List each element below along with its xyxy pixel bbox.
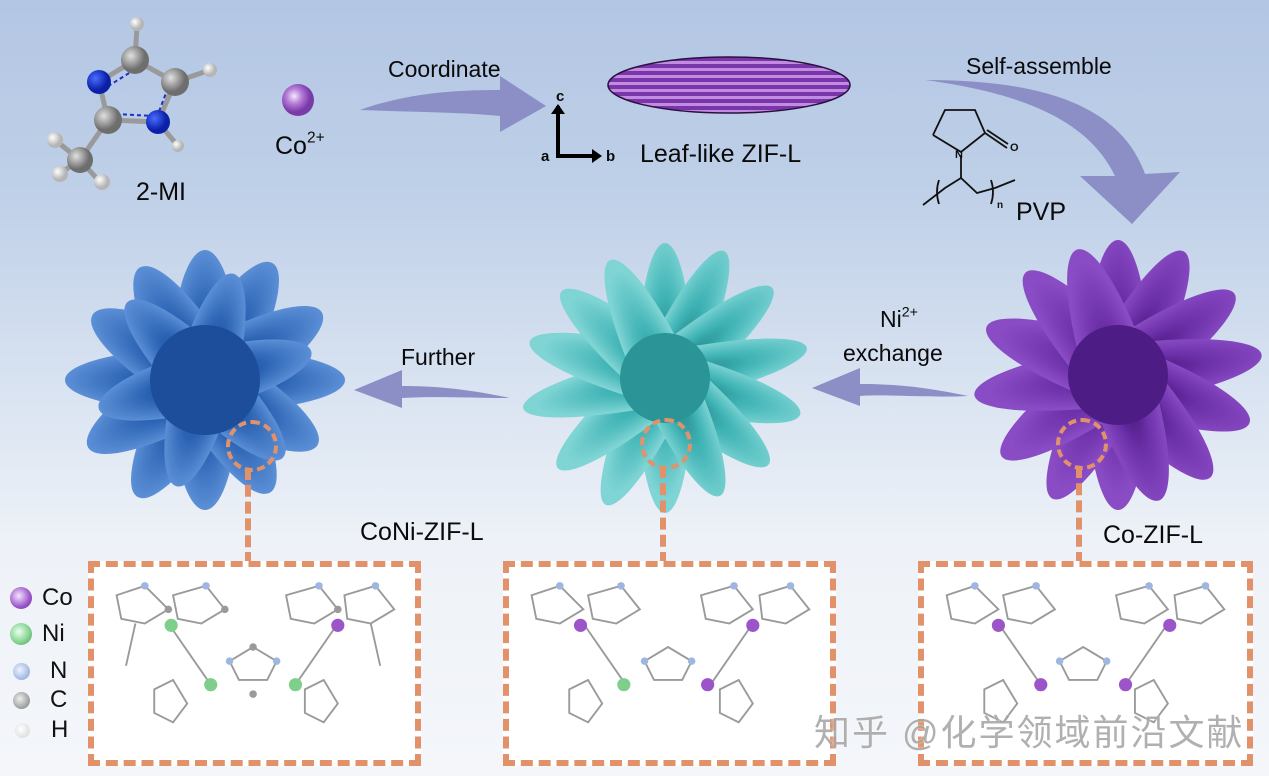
self-assemble-step-label: Self-assemble bbox=[966, 53, 1112, 79]
nickel-ion-label: Ni2+ bbox=[880, 304, 918, 332]
exchange-step-label: exchange bbox=[843, 340, 943, 366]
legend-item-c: C bbox=[13, 686, 67, 714]
intermediate-connector-line bbox=[660, 466, 666, 564]
pvp-label: PVP bbox=[1016, 198, 1067, 226]
axis-label-a: a bbox=[541, 148, 550, 165]
coni-connector-line bbox=[245, 468, 251, 564]
svg-text:O: O bbox=[1010, 142, 1019, 154]
c-axis-icon bbox=[556, 106, 560, 158]
coni-zif-l-structure-panel bbox=[88, 561, 421, 766]
legend-item-co: Co bbox=[10, 584, 73, 612]
further-arrow-icon bbox=[354, 370, 510, 408]
ligand-label: 2-MI bbox=[136, 178, 186, 206]
pvp-structure-icon: N O n bbox=[922, 109, 1019, 210]
co-zif-l-label: Co-ZIF-L bbox=[1103, 521, 1203, 549]
leaf-zif-label: Leaf-like ZIF-L bbox=[640, 140, 802, 168]
coni-zoom-circle bbox=[226, 420, 278, 472]
further-step-label: Further bbox=[401, 344, 476, 370]
coordinate-arrow-icon bbox=[360, 76, 546, 132]
coordinate-step-label: Coordinate bbox=[388, 56, 501, 82]
coni-zif-l-flower-icon bbox=[65, 250, 345, 510]
leaf-like-zif-l-icon bbox=[607, 56, 851, 114]
b-axis-icon bbox=[556, 154, 594, 158]
intermediate-crystal-structure-icon bbox=[530, 582, 811, 724]
ni-atom-icon bbox=[10, 623, 32, 645]
2-methylimidazole-molecule-icon bbox=[47, 17, 217, 190]
watermark-text: 知乎 @化学领域前沿文献 bbox=[814, 712, 1245, 753]
self-assemble-arrow-icon bbox=[925, 80, 1180, 224]
svg-text:n: n bbox=[997, 200, 1003, 210]
co-zif-l-structure-panel bbox=[918, 561, 1253, 766]
c-axis-arrowhead-icon bbox=[551, 104, 565, 114]
intermediate-structure-panel bbox=[503, 561, 836, 766]
cobalt-ion-label: Co2+ bbox=[275, 129, 325, 160]
axis-label-b: b bbox=[606, 148, 616, 165]
legend-item-ni: Ni bbox=[10, 620, 65, 648]
cobalt-ion-sphere-icon bbox=[282, 84, 314, 116]
n-atom-icon bbox=[13, 662, 30, 680]
b-axis-arrowhead-icon bbox=[592, 149, 602, 163]
ni-exchange-arrow-icon bbox=[812, 368, 968, 406]
c-atom-icon bbox=[13, 691, 30, 709]
co-crystal-structure-icon bbox=[945, 582, 1226, 724]
co-connector-line bbox=[1076, 466, 1082, 564]
coni-zif-l-label: CoNi-ZIF-L bbox=[360, 518, 484, 546]
co-zif-l-flower-icon bbox=[974, 240, 1262, 510]
svg-text:N: N bbox=[955, 149, 963, 161]
axis-label-c: c bbox=[556, 88, 565, 105]
legend-item-n: N bbox=[13, 657, 67, 685]
coni-crystal-structure-icon bbox=[115, 582, 396, 724]
h-atom-icon bbox=[15, 722, 30, 738]
legend-item-h: H bbox=[15, 716, 68, 744]
co-atom-icon bbox=[10, 587, 32, 609]
co-zoom-circle bbox=[1056, 418, 1108, 470]
intermediate-zoom-circle bbox=[640, 418, 692, 470]
